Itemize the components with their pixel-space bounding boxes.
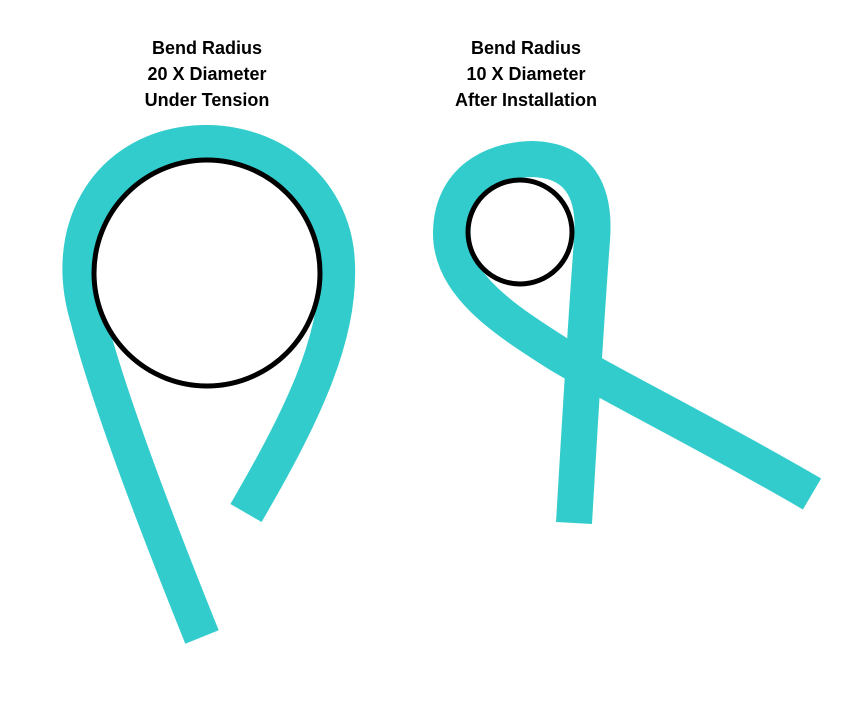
left-bend-circle: [91, 157, 323, 389]
right-caption-line-1: Bend Radius: [471, 38, 581, 58]
right-figure: Bend Radius 10 X Diameter After Installa…: [433, 38, 822, 525]
left-caption-line-1: Bend Radius: [152, 38, 262, 58]
left-caption-line-3: Under Tension: [145, 90, 270, 110]
right-cable: [433, 141, 822, 525]
right-caption-line-2: 10 X Diameter: [466, 64, 585, 84]
left-figure: Bend Radius 20 X Diameter Under Tension: [62, 38, 356, 644]
left-cable: [62, 125, 356, 644]
right-bend-circle: [465, 177, 575, 287]
left-caption-line-2: 20 X Diameter: [147, 64, 266, 84]
right-caption-line-3: After Installation: [455, 90, 597, 110]
